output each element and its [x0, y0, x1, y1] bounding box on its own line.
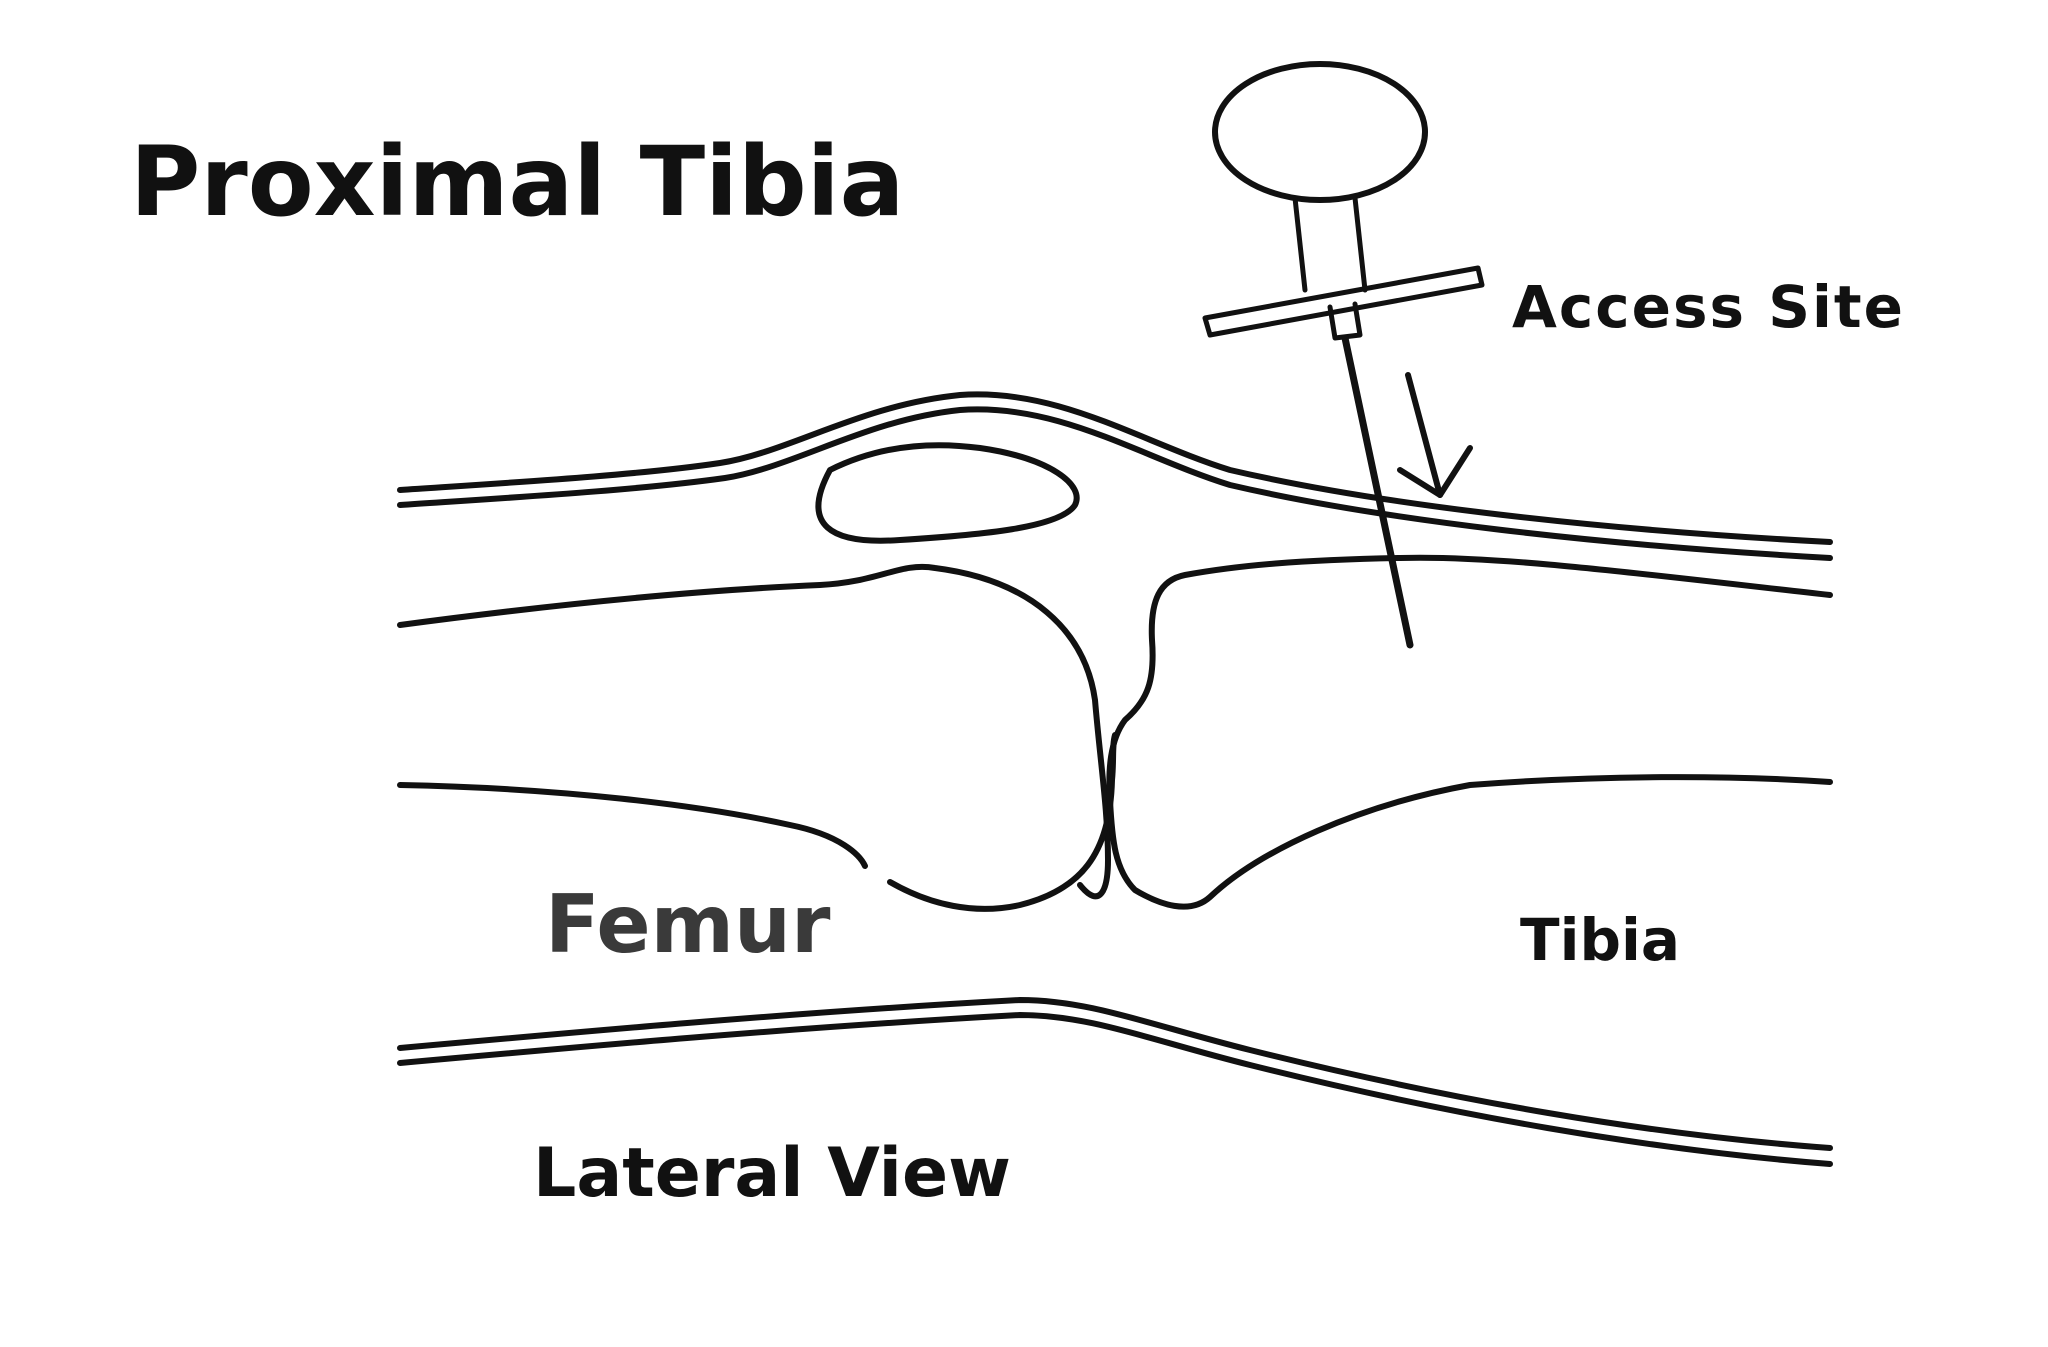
view-label: Lateral View: [533, 1134, 1011, 1213]
lower-skin-outline: [397, 997, 1833, 1167]
tibia-upper-contour: [1106, 554, 1833, 910]
upper-skin-outline: [397, 391, 1833, 561]
tibia-label: Tibia: [1520, 906, 1680, 974]
intraosseous-needle: [1202, 61, 1485, 649]
needle-crossbar: [1202, 265, 1485, 338]
diagram-title: Proximal Tibia: [130, 126, 904, 238]
femur-label: Femur: [545, 878, 831, 971]
needle-shaft: [1341, 334, 1414, 649]
patella: [815, 442, 1080, 544]
femur-upper-contour: [397, 563, 1111, 900]
needle-handle-knob: [1212, 61, 1428, 203]
needle-hub: [1292, 195, 1368, 293]
insertion-arrow: [1397, 372, 1473, 498]
access-site-label: Access Site: [1512, 273, 1905, 341]
